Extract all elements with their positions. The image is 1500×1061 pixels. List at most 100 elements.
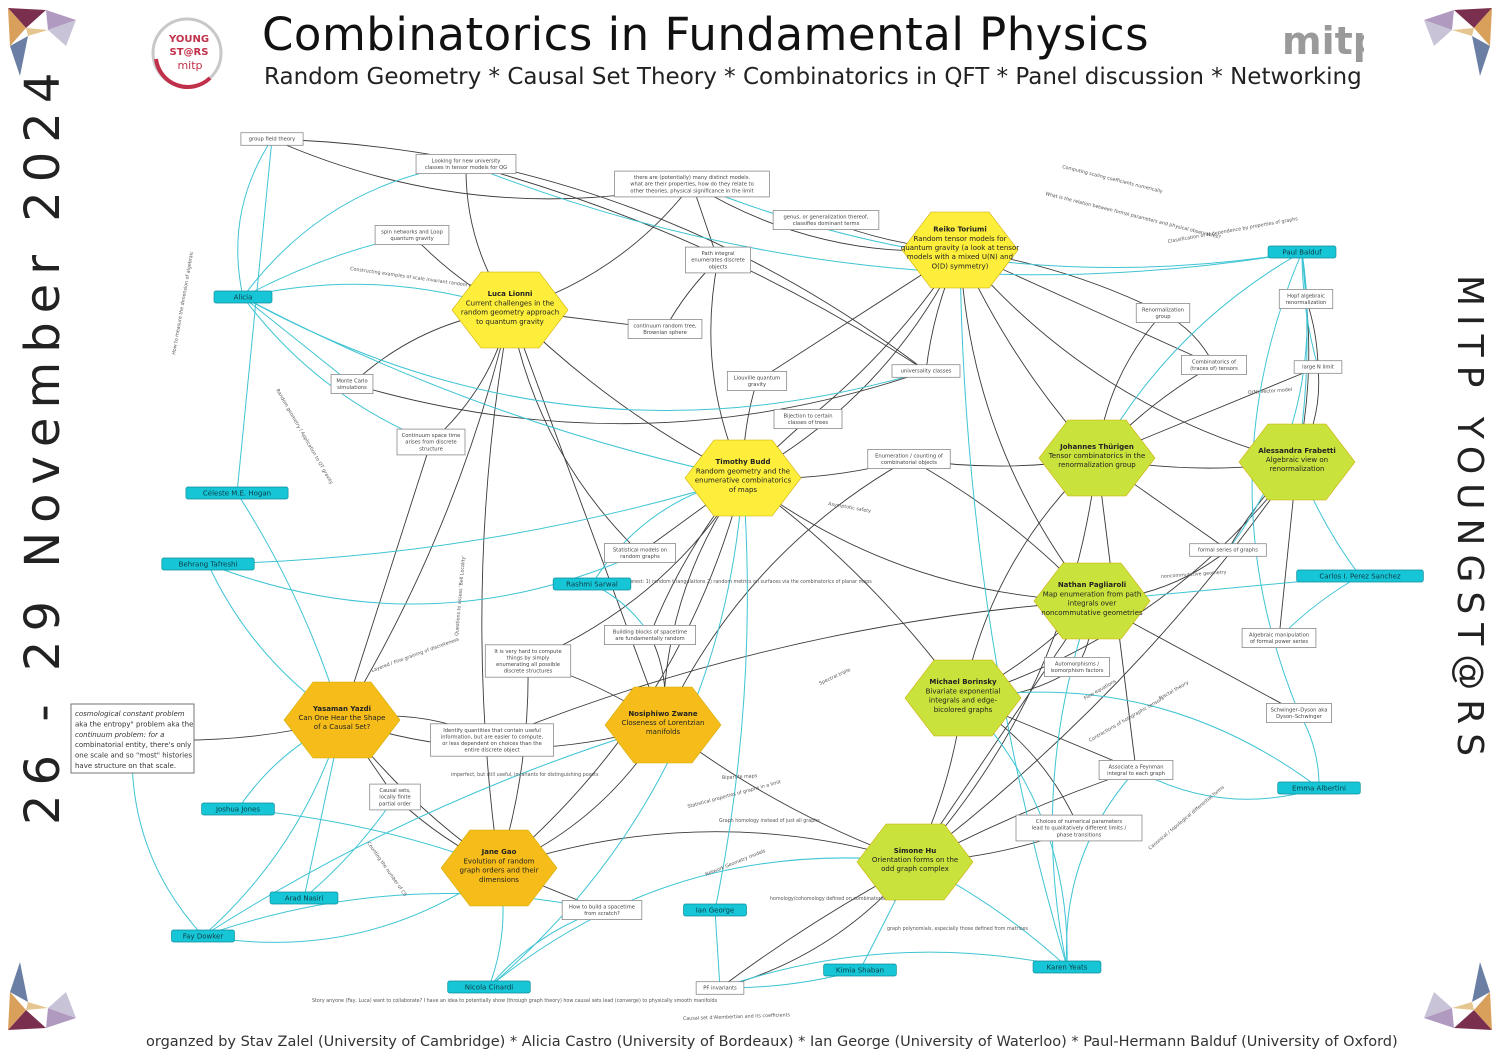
- svg-text:continuum problem: for a: continuum problem: for a: [75, 731, 164, 739]
- svg-text:other theories, physical signi: other theories, physical significance in…: [630, 188, 753, 194]
- concept-edge: [498, 831, 916, 869]
- svg-text:Nicola Cinardi: Nicola Cinardi: [465, 984, 514, 992]
- svg-text:large N limit: large N limit: [1302, 365, 1334, 371]
- person-rashmi-sarwal[interactable]: Rashmi Sarwal: [552, 577, 632, 591]
- youngstars-logo: YOUNG ST@RS mitp: [151, 17, 223, 89]
- person-kimia-shaban[interactable]: Kimia Shaban: [823, 963, 897, 977]
- svg-text:one scale and so "most" histor: one scale and so "most" histories: [75, 752, 192, 760]
- svg-text:integrals and edge-: integrals and edge-: [929, 697, 998, 705]
- svg-text:partial order: partial order: [379, 801, 412, 807]
- concept-edge: [481, 309, 511, 869]
- topic-box: group field theory: [240, 132, 304, 146]
- concept-edge: [509, 309, 664, 726]
- person-edge: [465, 163, 1303, 276]
- svg-text:Closeness of Lorentzian: Closeness of Lorentzian: [622, 719, 705, 727]
- svg-text:group field theory: group field theory: [249, 137, 295, 143]
- svg-text:Monte Carlo: Monte Carlo: [336, 378, 367, 384]
- person-emma-albertini[interactable]: Emma Albertini: [1277, 781, 1361, 795]
- person-joshua-jones[interactable]: Joshua Jones: [201, 802, 275, 816]
- edge-label-14: Bipartite maps: [722, 773, 758, 781]
- svg-text:Random geometry and the: Random geometry and the: [696, 467, 790, 475]
- concept-edge: [662, 458, 910, 726]
- svg-text:what are their properties, how: what are their properties, how do they r…: [630, 182, 754, 188]
- svg-text:Nathan Pagliaroli: Nathan Pagliaroli: [1058, 581, 1126, 589]
- person-edge: [202, 724, 664, 937]
- person-behrang-tafreshi[interactable]: Behrang Tafreshi: [161, 557, 255, 571]
- topic-box: continuum random tree,Brownian sphere: [627, 318, 703, 339]
- person-edge: [1065, 769, 1137, 968]
- topic-box: Identify quantities that contain usefuli…: [430, 723, 554, 757]
- concept-edge: [959, 249, 1298, 463]
- svg-text:discrete structures: discrete structures: [504, 669, 553, 675]
- svg-text:combinatorial objects: combinatorial objects: [881, 460, 937, 466]
- person-nicola-cinardi[interactable]: Nicola Cinardi: [447, 980, 531, 994]
- person-edge: [207, 552, 641, 605]
- concept-edge: [351, 370, 927, 425]
- svg-text:Building blocks of spacetime: Building blocks of spacetime: [613, 629, 687, 635]
- person-arad-nasiri[interactable]: Arad Nasiri: [269, 891, 339, 905]
- svg-text:cosmological constant problem: cosmological constant problem: [75, 710, 185, 718]
- edge-label-24: Questions to assess 'Bell Locality': [454, 555, 467, 636]
- edge-label-15: Graph homology instead of just all graph…: [719, 818, 820, 824]
- person-edge: [242, 296, 432, 443]
- person-celeste-m-e-hogan[interactable]: Céleste M.E. Hogan: [185, 486, 289, 500]
- person-edge: [242, 296, 927, 411]
- svg-text:locally finite: locally finite: [379, 795, 410, 801]
- concept-edge: [1305, 298, 1319, 368]
- person-carlos-i-perez-sanchez[interactable]: Carlos I. Perez Sanchez: [1296, 569, 1424, 583]
- svg-text:Kimia Shaban: Kimia Shaban: [836, 967, 884, 975]
- person-alicia[interactable]: Alicia: [213, 290, 273, 304]
- svg-text:dimensions: dimensions: [479, 876, 519, 884]
- svg-text:enumerates discrete: enumerates discrete: [691, 258, 745, 264]
- svg-text:continuum random tree,: continuum random tree,: [633, 323, 697, 329]
- svg-text:Statistical models on: Statistical models on: [613, 547, 667, 553]
- svg-text:graph orders and their: graph orders and their: [460, 867, 539, 875]
- svg-text:Yasaman Yazdi: Yasaman Yazdi: [312, 705, 371, 713]
- svg-text:Rashmi Sarwal: Rashmi Sarwal: [566, 581, 618, 589]
- svg-text:are fundamentally random: are fundamentally random: [615, 636, 684, 642]
- svg-text:universality classes: universality classes: [901, 369, 952, 375]
- person-edge: [237, 138, 273, 298]
- svg-text:Hopf algebraic: Hopf algebraic: [1287, 293, 1325, 299]
- person-edge: [1301, 251, 1319, 368]
- mitp-logo: mitp: [1282, 19, 1364, 62]
- person-paul-balduf[interactable]: Paul Balduf: [1267, 245, 1337, 259]
- corner-ornament-bottom-right: [1424, 962, 1492, 1030]
- svg-text:Nosiphiwo Zwane: Nosiphiwo Zwane: [628, 710, 698, 718]
- svg-text:Algebraic manipulation: Algebraic manipulation: [1249, 632, 1309, 638]
- svg-text:aka the entropy" problem aka t: aka the entropy" problem aka the: [75, 720, 193, 728]
- svg-text:of a Causal Set?: of a Causal Set?: [314, 723, 371, 731]
- concept-edge: [341, 309, 511, 721]
- svg-text:Bivariate exponential: Bivariate exponential: [926, 687, 1001, 695]
- svg-text:things by simply: things by simply: [507, 655, 550, 661]
- person-ian-george[interactable]: Ian George: [683, 903, 747, 917]
- person-karen-yeats[interactable]: Karen Yeats: [1032, 960, 1102, 974]
- edge-label-16: Network Geometry models: [705, 848, 767, 878]
- svg-text:classes of trees: classes of trees: [788, 420, 829, 426]
- svg-text:Behrang Tafreshi: Behrang Tafreshi: [179, 561, 238, 569]
- person-edge: [1051, 600, 1093, 968]
- svg-text:integrals over: integrals over: [1068, 600, 1117, 608]
- person-fay-dowker[interactable]: Fay Dowker: [171, 929, 235, 943]
- svg-text:Map enumeration from path: Map enumeration from path: [1043, 590, 1142, 598]
- svg-text:Algebraic view on: Algebraic view on: [1266, 456, 1328, 464]
- svg-text:Ian George: Ian George: [696, 907, 735, 915]
